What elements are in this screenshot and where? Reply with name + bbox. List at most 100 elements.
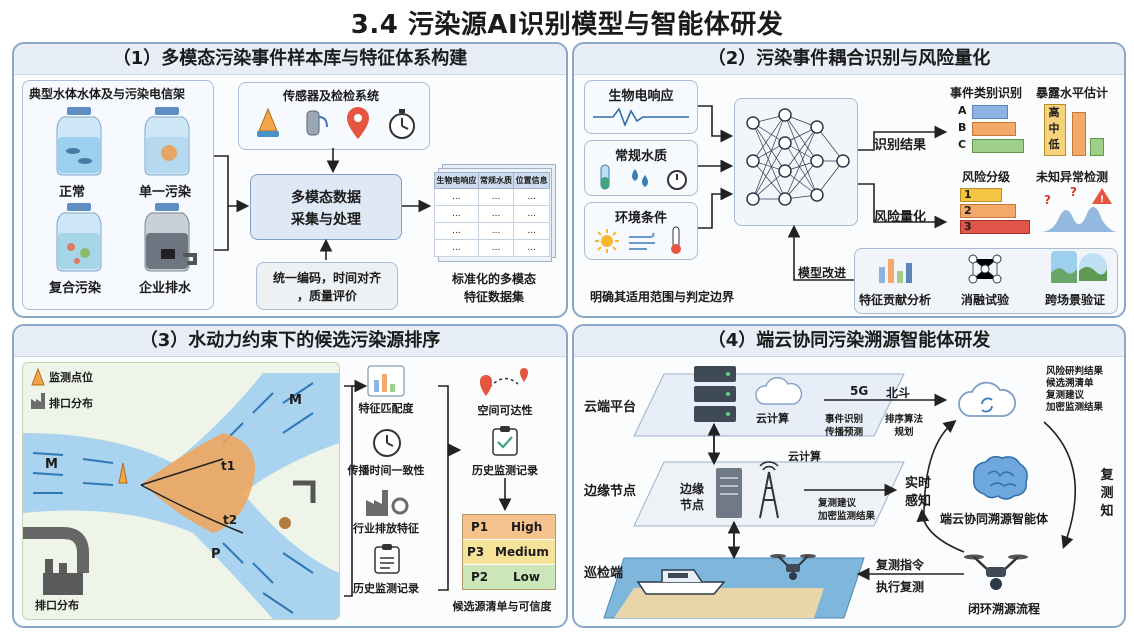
priority-rank-2: P3	[467, 545, 485, 559]
bar-chart-icon	[879, 259, 912, 283]
scope-label: 明确其适用范围与判定边界	[590, 290, 735, 304]
risk-num-1: 1	[964, 188, 972, 201]
edge-server-icon	[716, 468, 742, 518]
multimodal-processing-box: 多模态数据 采集与处理	[250, 174, 402, 240]
panel2-header: （2）污染事件耦合识别与风险量化	[574, 44, 1124, 75]
sort-algo-line1: 排序算法	[884, 414, 923, 425]
sort-algo-line2: 规划	[894, 427, 914, 438]
water-label-industrial: 企业排水	[139, 281, 192, 296]
panel1-arrows	[214, 148, 432, 260]
stopwatch-icon	[667, 170, 687, 190]
net-beidou-label: 北斗	[886, 386, 911, 400]
panel-sample-library: （1）多模态污染事件样本库与特征体系构建 典型水体水体及与污染电信架 正常 单一…	[12, 42, 568, 318]
dataset-caption-line2: 特征数据集	[463, 290, 524, 304]
cloud-compute-2-label: 云计算	[788, 450, 821, 463]
risk-num-2: 2	[964, 204, 972, 217]
input-water-quality: 常规水质	[584, 140, 698, 196]
input-environment-label: 环境条件	[614, 211, 667, 226]
jar-composite-pollution-icon	[56, 203, 102, 272]
thermometer-icon	[671, 226, 681, 254]
factory-icon	[366, 490, 409, 516]
network-icon	[968, 254, 1002, 284]
model-improve-label: 模型改进	[798, 266, 847, 280]
exposure-levels-box	[1044, 104, 1066, 156]
svg-text:!: !	[1100, 195, 1104, 205]
outfall-bottom-label: 排口分布	[35, 599, 79, 612]
tool-ablation: 消融试验	[960, 293, 1009, 307]
processing-line1: 多模态数据	[291, 190, 361, 206]
risk-num-3: 3	[964, 220, 972, 233]
history-record-label-right: 历史监测记录	[472, 464, 538, 477]
event-ident-line1: 事件识别	[824, 414, 863, 425]
svg-text:?: ?	[1070, 185, 1077, 199]
tier-planes	[603, 373, 905, 619]
cloud-icon	[755, 376, 803, 405]
sync-cloud-icon	[958, 381, 1017, 417]
page-title: 3.4 污染源AI识别模型与智能体研发	[350, 10, 784, 40]
recheck-side-2: 测	[1100, 486, 1114, 501]
priority-caption: 候选源清单与可信度	[452, 600, 552, 613]
priority-rank-3: P2	[471, 570, 489, 584]
risk-grade-title: 风险分级	[962, 170, 1011, 184]
event-class-a: A	[958, 104, 967, 117]
event-bar-a	[972, 105, 1008, 119]
panel2-arrows	[698, 105, 948, 281]
edge-node-line1: 边缘	[679, 482, 704, 496]
panel-edge-cloud-agent: （4）端云协同污染溯源智能体研发 云端平台 边缘节点 巡检端 云计算 5G 北斗…	[572, 324, 1126, 628]
brain-icon	[972, 455, 1028, 500]
waveform-icon	[593, 107, 689, 128]
propagation-time-label: 传播时间一致性	[347, 464, 425, 477]
priority-level-1: High	[511, 520, 543, 534]
model-improvement-box: 特征贡献分析 消融试验 跨场景验证	[854, 248, 1118, 314]
clipboard-check-icon	[492, 426, 518, 456]
river-label-m-top: M	[289, 393, 302, 408]
water-samples-title: 典型水体水体及与污染电信架	[29, 87, 186, 101]
water-label-single: 单一污染	[139, 185, 192, 200]
exec-recheck-label: 执行复测	[876, 580, 925, 594]
event-ident-line2: 传播预测	[824, 427, 863, 438]
svg-text:?: ?	[1044, 193, 1051, 207]
normalization-line2: ，质量评价	[296, 289, 357, 303]
tier-edge-label: 边缘节点	[584, 484, 637, 499]
probe-icon	[306, 110, 328, 136]
feature-match-icon	[367, 365, 405, 397]
monitor-point-icon	[31, 367, 45, 386]
risk-bar-2	[960, 204, 1016, 218]
processing-line2: 采集与处理	[291, 212, 361, 228]
input-environment: 环境条件	[584, 202, 698, 260]
sun-icon	[595, 229, 619, 253]
edge-result-2: 加密监测结果	[818, 511, 876, 522]
panel4-header: （4）端云协同污染溯源智能体研发	[574, 326, 1124, 357]
recheck-side-3: 知	[1100, 504, 1114, 519]
outfall-legend-icon	[31, 393, 45, 409]
cloud-result-1: 风险研判结果	[1046, 366, 1104, 377]
spatial-reachability-label: 空间可达性	[477, 404, 533, 417]
priority-level-3: Low	[513, 570, 540, 584]
neural-network-box	[734, 98, 858, 226]
event-bar-c	[972, 139, 1024, 153]
panel3-header: （3）水动力约束下的候选污染源排序	[14, 326, 566, 357]
river-graphic	[23, 373, 339, 619]
recheck-side-1: 复	[1100, 468, 1114, 483]
cloud-result-3: 复测建议	[1046, 390, 1085, 401]
panel-risk-quantification: （2）污染事件耦合识别与风险量化 生物电响应 常规水质 环境条件	[572, 42, 1126, 318]
exposure-level-high: 高	[1048, 106, 1060, 119]
priority-rank-1: P1	[471, 520, 489, 534]
net-5g-label: 5G	[850, 384, 869, 398]
priority-row-3: P2 Low	[463, 565, 555, 589]
event-bar-b	[972, 122, 1016, 136]
feature-match-label: 特征匹配度	[358, 402, 414, 415]
exposure-title: 暴露水平估计	[1036, 86, 1109, 100]
table-cell: ...	[513, 239, 550, 257]
legend-monitor-label: 监测点位	[49, 371, 93, 384]
legend-outfall-label: 排口分布	[49, 397, 93, 410]
neural-network-icon	[746, 108, 850, 206]
drone-small-icon	[770, 554, 816, 580]
buoy-icon	[257, 107, 279, 137]
tool-feature-contribution: 特征贡献分析	[858, 293, 931, 307]
event-class-title: 事件类别识别	[950, 86, 1023, 100]
dataset-caption-line1: 标准化的多模态	[451, 272, 536, 286]
table-cell: ...	[477, 239, 515, 257]
input-water-quality-label: 常规水质	[614, 149, 667, 164]
tool-cross-scene: 跨场景验证	[1044, 293, 1105, 307]
